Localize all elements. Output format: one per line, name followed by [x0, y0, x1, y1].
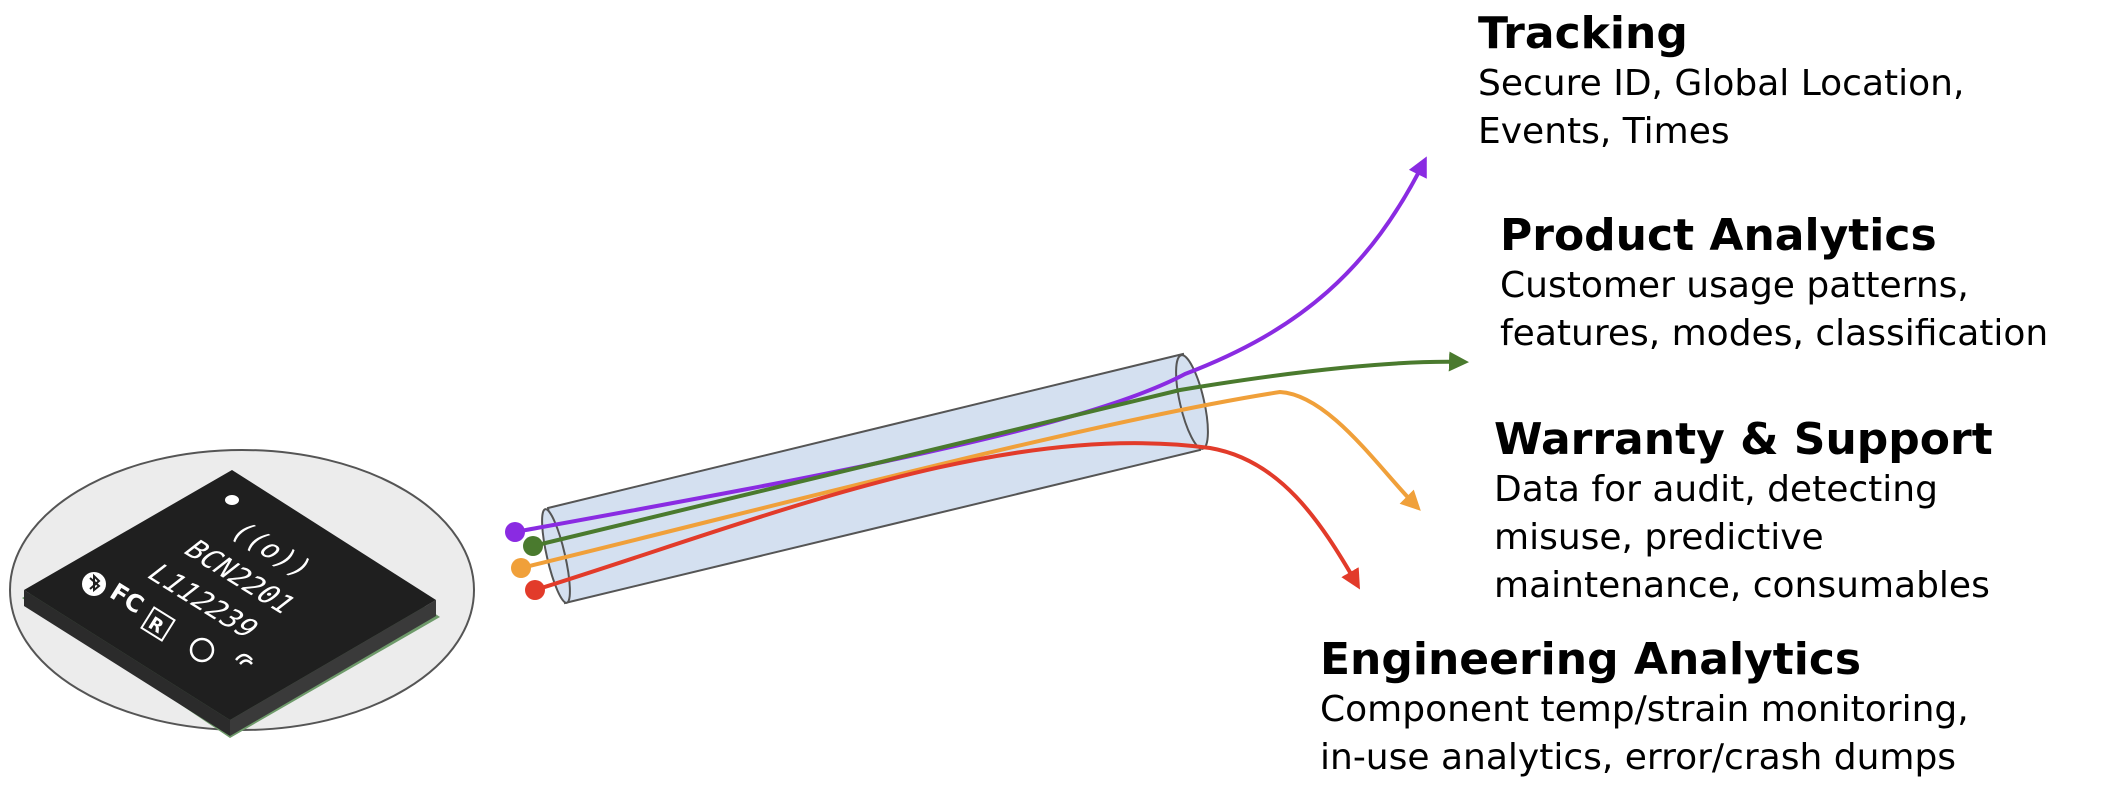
chip-body: [24, 470, 436, 720]
label-engineering-analytics-title: Engineering Analytics: [1320, 634, 1862, 685]
r-mark-icon: [140, 606, 176, 642]
stream-dot-warranty-support: [511, 558, 531, 578]
label-engineering-analytics: Engineering Analytics Component temp/str…: [1320, 634, 1969, 782]
label-tracking: Tracking Secure ID, Global Location, Eve…: [1478, 8, 1964, 156]
chip-pin1-dot: [225, 495, 239, 505]
label-tracking-title: Tracking: [1478, 8, 1688, 59]
ce-mark-icon: [189, 637, 215, 663]
stream-line-engineering-analytics: [534, 441, 1360, 592]
stream-dot-tracking: [505, 522, 525, 542]
stream-line-tracking: [514, 156, 1427, 534]
tube-body: [546, 352, 1202, 605]
nfc-mark-icon: [235, 653, 253, 665]
stream-line-warranty-support: [520, 389, 1421, 570]
label-product-analytics-description: Customer usage patterns, features, modes…: [1500, 265, 2049, 354]
chip-side-right: [230, 600, 436, 736]
label-product-analytics: Product Analytics Customer usage pattern…: [1500, 210, 2048, 358]
bluetooth-glyph: [89, 573, 101, 593]
label-warranty-support-description: Data for audit, detecting misuse, predic…: [1494, 469, 1990, 606]
stream-dot-product-analytics: [523, 536, 543, 556]
label-warranty-support: Warranty & Support Data for audit, detec…: [1494, 414, 1993, 610]
label-warranty-support-title: Warranty & Support: [1494, 414, 1993, 465]
stream-dot-engineering-analytics: [525, 580, 545, 600]
chip-side-left: [24, 590, 230, 736]
stream-line-product-analytics: [532, 351, 1469, 548]
label-product-analytics-title: Product Analytics: [1500, 210, 1937, 261]
label-tracking-description: Secure ID, Global Location, Events, Time…: [1478, 63, 1965, 152]
label-engineering-analytics-description: Component temp/strain monitoring, in-use…: [1320, 689, 1969, 778]
